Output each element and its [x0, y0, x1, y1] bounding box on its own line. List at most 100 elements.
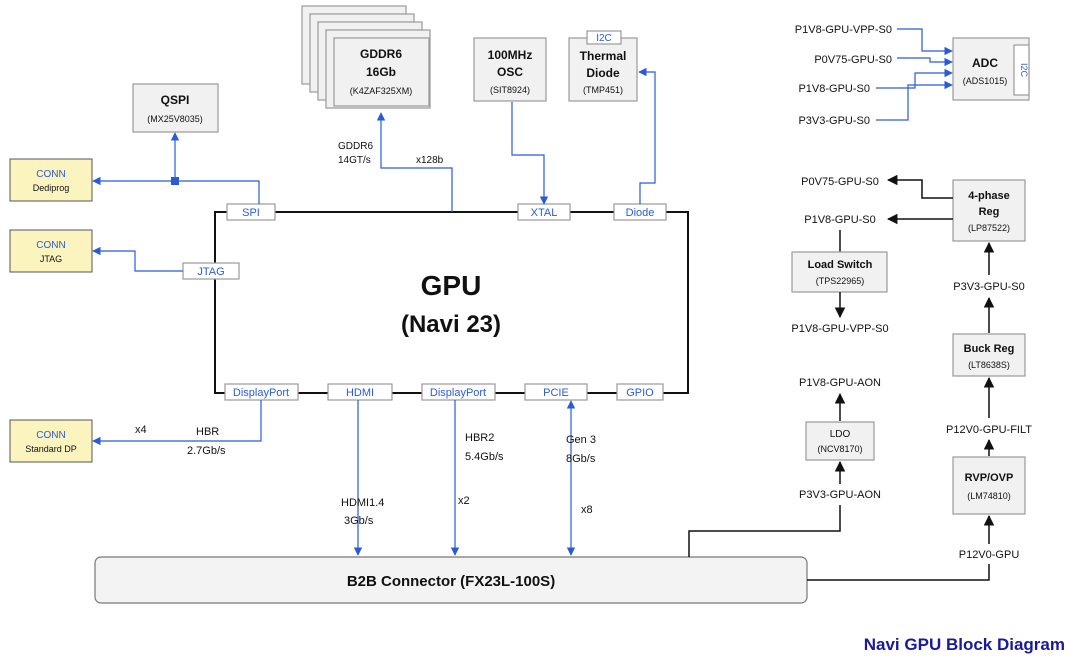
- diode-line: [638, 67, 656, 204]
- hbr2-lanes-label: x2: [458, 495, 470, 507]
- rail-filt: P12V0-GPU-FILT: [946, 424, 1032, 436]
- port-diode-label: Diode: [626, 207, 655, 219]
- conn-dediprog-name: CONN: [36, 169, 65, 180]
- rail-aon-out: P1V8-GPU-AON: [799, 377, 881, 389]
- gddr6-name2: 16Gb: [366, 65, 396, 79]
- conn-dp-sub: Standard DP: [25, 444, 77, 454]
- buck-name: Buck Reg: [964, 343, 1015, 355]
- conn-standard-dp: CONN Standard DP: [9, 419, 93, 463]
- thermal-diode-chip: I2C Thermal Diode (TMP451): [568, 30, 638, 102]
- gddr6-width-label: x128b: [416, 155, 444, 166]
- reg4-part: (LP87522): [968, 223, 1010, 233]
- conn-dediprog-sub: Dediprog: [33, 183, 70, 193]
- buck-part: (LT8638S): [968, 360, 1010, 370]
- conn-dp-name: CONN: [36, 430, 65, 441]
- adc-input-4: P3V3-GPU-S0: [798, 115, 870, 127]
- port-jtag-label: JTAG: [197, 266, 224, 278]
- port-xtal: XTAL: [517, 203, 571, 221]
- gddr6-speed-label: 14GT/s: [338, 155, 371, 166]
- adc-input-3-line: [876, 68, 953, 89]
- hbr-rate-label: 2.7Gb/s: [187, 445, 226, 457]
- rail-aon-in: P3V3-GPU-AON: [799, 489, 881, 501]
- qspi-name: QSPI: [161, 93, 190, 107]
- port-gpio-label: GPIO: [626, 387, 654, 399]
- port-dp1-label: DisplayPort: [233, 387, 289, 399]
- thermal-part: (TMP451): [583, 85, 623, 95]
- diagram-title: Navi GPU Block Diagram: [864, 635, 1065, 654]
- conn-jtag-sub: JTAG: [40, 254, 62, 264]
- gddr6-bus-line: [376, 112, 453, 212]
- gddr6-chip-stack: GDDR6 16Gb (K4ZAF325XM): [301, 5, 431, 109]
- ldo: LDO (NCV8170): [805, 421, 875, 461]
- port-displayport-1: DisplayPort: [224, 383, 299, 401]
- gddr6-name1: GDDR6: [360, 47, 402, 61]
- thermal-name1: Thermal: [580, 49, 627, 63]
- port-xtal-label: XTAL: [531, 207, 558, 219]
- rail-p12v: P12V0-GPU: [959, 549, 1020, 561]
- thermal-name2: Diode: [586, 66, 620, 80]
- adc-input-2-line: [897, 57, 953, 67]
- conn-jtag-name: CONN: [36, 240, 65, 251]
- ldo-name: LDO: [830, 429, 851, 440]
- qspi-chip: QSPI (MX25V8035): [132, 83, 219, 133]
- hbr2-rate-label: 5.4Gb/s: [465, 451, 504, 463]
- pcie-lanes-label: x8: [581, 504, 593, 516]
- port-dp2-label: DisplayPort: [430, 387, 486, 399]
- port-displayport-2: DisplayPort: [421, 383, 496, 401]
- osc-name1: 100MHz: [488, 48, 533, 62]
- port-spi-label: SPI: [242, 207, 260, 219]
- adc-input-3: P1V8-GPU-S0: [798, 83, 870, 95]
- reg4-name2: Reg: [979, 206, 1000, 218]
- adc-input-1: P1V8-GPU-VPP-S0: [795, 24, 892, 36]
- hbr2-label: HBR2: [465, 432, 494, 444]
- four-phase-reg: 4-phase Reg (LP87522): [952, 179, 1026, 242]
- port-pcie-label: PCIE: [543, 387, 569, 399]
- spi-junction: [171, 177, 179, 185]
- spi-bus-line: [92, 176, 260, 204]
- adc-chip: ADC (ADS1015) I2C: [952, 37, 1030, 101]
- p0v75-line: [886, 174, 953, 199]
- port-gpio: GPIO: [616, 383, 664, 401]
- ldo-part: (NCV8170): [817, 444, 862, 454]
- b2b-connector-name: B2B Connector (FX23L-100S): [347, 573, 555, 590]
- hdmi-rate-label: 3Gb/s: [344, 515, 374, 527]
- adc-name: ADC: [972, 56, 998, 70]
- p12v-feed-line: [807, 564, 990, 581]
- port-hdmi: HDMI: [327, 383, 393, 401]
- jtag-line: [92, 246, 183, 272]
- load-switch-name: Load Switch: [808, 259, 873, 271]
- buck-reg: Buck Reg (LT8638S): [952, 333, 1026, 377]
- adc-input-1-line: [897, 28, 953, 56]
- rvp-part: (LM74810): [967, 491, 1011, 501]
- pcie-gen-label: Gen 3: [566, 434, 596, 446]
- gpu-block: [214, 211, 689, 394]
- rvp-ovp: RVP/OVP (LM74810): [952, 456, 1026, 515]
- b2b-connector: B2B Connector (FX23L-100S): [94, 556, 808, 604]
- conn-dediprog: CONN Dediprog: [9, 158, 93, 202]
- rail-p1v8-out: P1V8-GPU-S0: [804, 214, 876, 226]
- rail-p3v3: P3V3-GPU-S0: [953, 281, 1025, 293]
- gddr6-bus-label: GDDR6: [338, 141, 373, 152]
- osc-part: (SIT8924): [490, 85, 530, 95]
- port-pcie: PCIE: [524, 383, 588, 401]
- conn-jtag: CONN JTAG: [9, 229, 93, 273]
- adc-input-4-line: [876, 80, 953, 121]
- port-hdmi-label: HDMI: [346, 387, 374, 399]
- qspi-part: (MX25V8035): [147, 114, 203, 124]
- gpu-title: GPU: [421, 270, 482, 301]
- hbr-label: HBR: [196, 426, 219, 438]
- load-switch: Load Switch (TPS22965): [791, 251, 888, 293]
- adc-part: (ADS1015): [963, 76, 1008, 86]
- xtal-line: [511, 102, 549, 205]
- rvp-name: RVP/OVP: [965, 472, 1014, 484]
- pcie-rate-label: 8Gb/s: [566, 453, 596, 465]
- port-jtag: JTAG: [182, 262, 240, 280]
- osc-name2: OSC: [497, 65, 523, 79]
- gddr6-part: (K4ZAF325XM): [350, 86, 413, 96]
- gpu-subtitle: (Navi 23): [401, 311, 501, 338]
- adc-i2c-tab: I2C: [1019, 63, 1029, 78]
- rail-vpp: P1V8-GPU-VPP-S0: [791, 323, 888, 335]
- osc-chip: 100MHz OSC (SIT8924): [473, 37, 547, 102]
- load-switch-part: (TPS22965): [816, 276, 865, 286]
- hdmi-version-label: HDMI1.4: [341, 497, 384, 509]
